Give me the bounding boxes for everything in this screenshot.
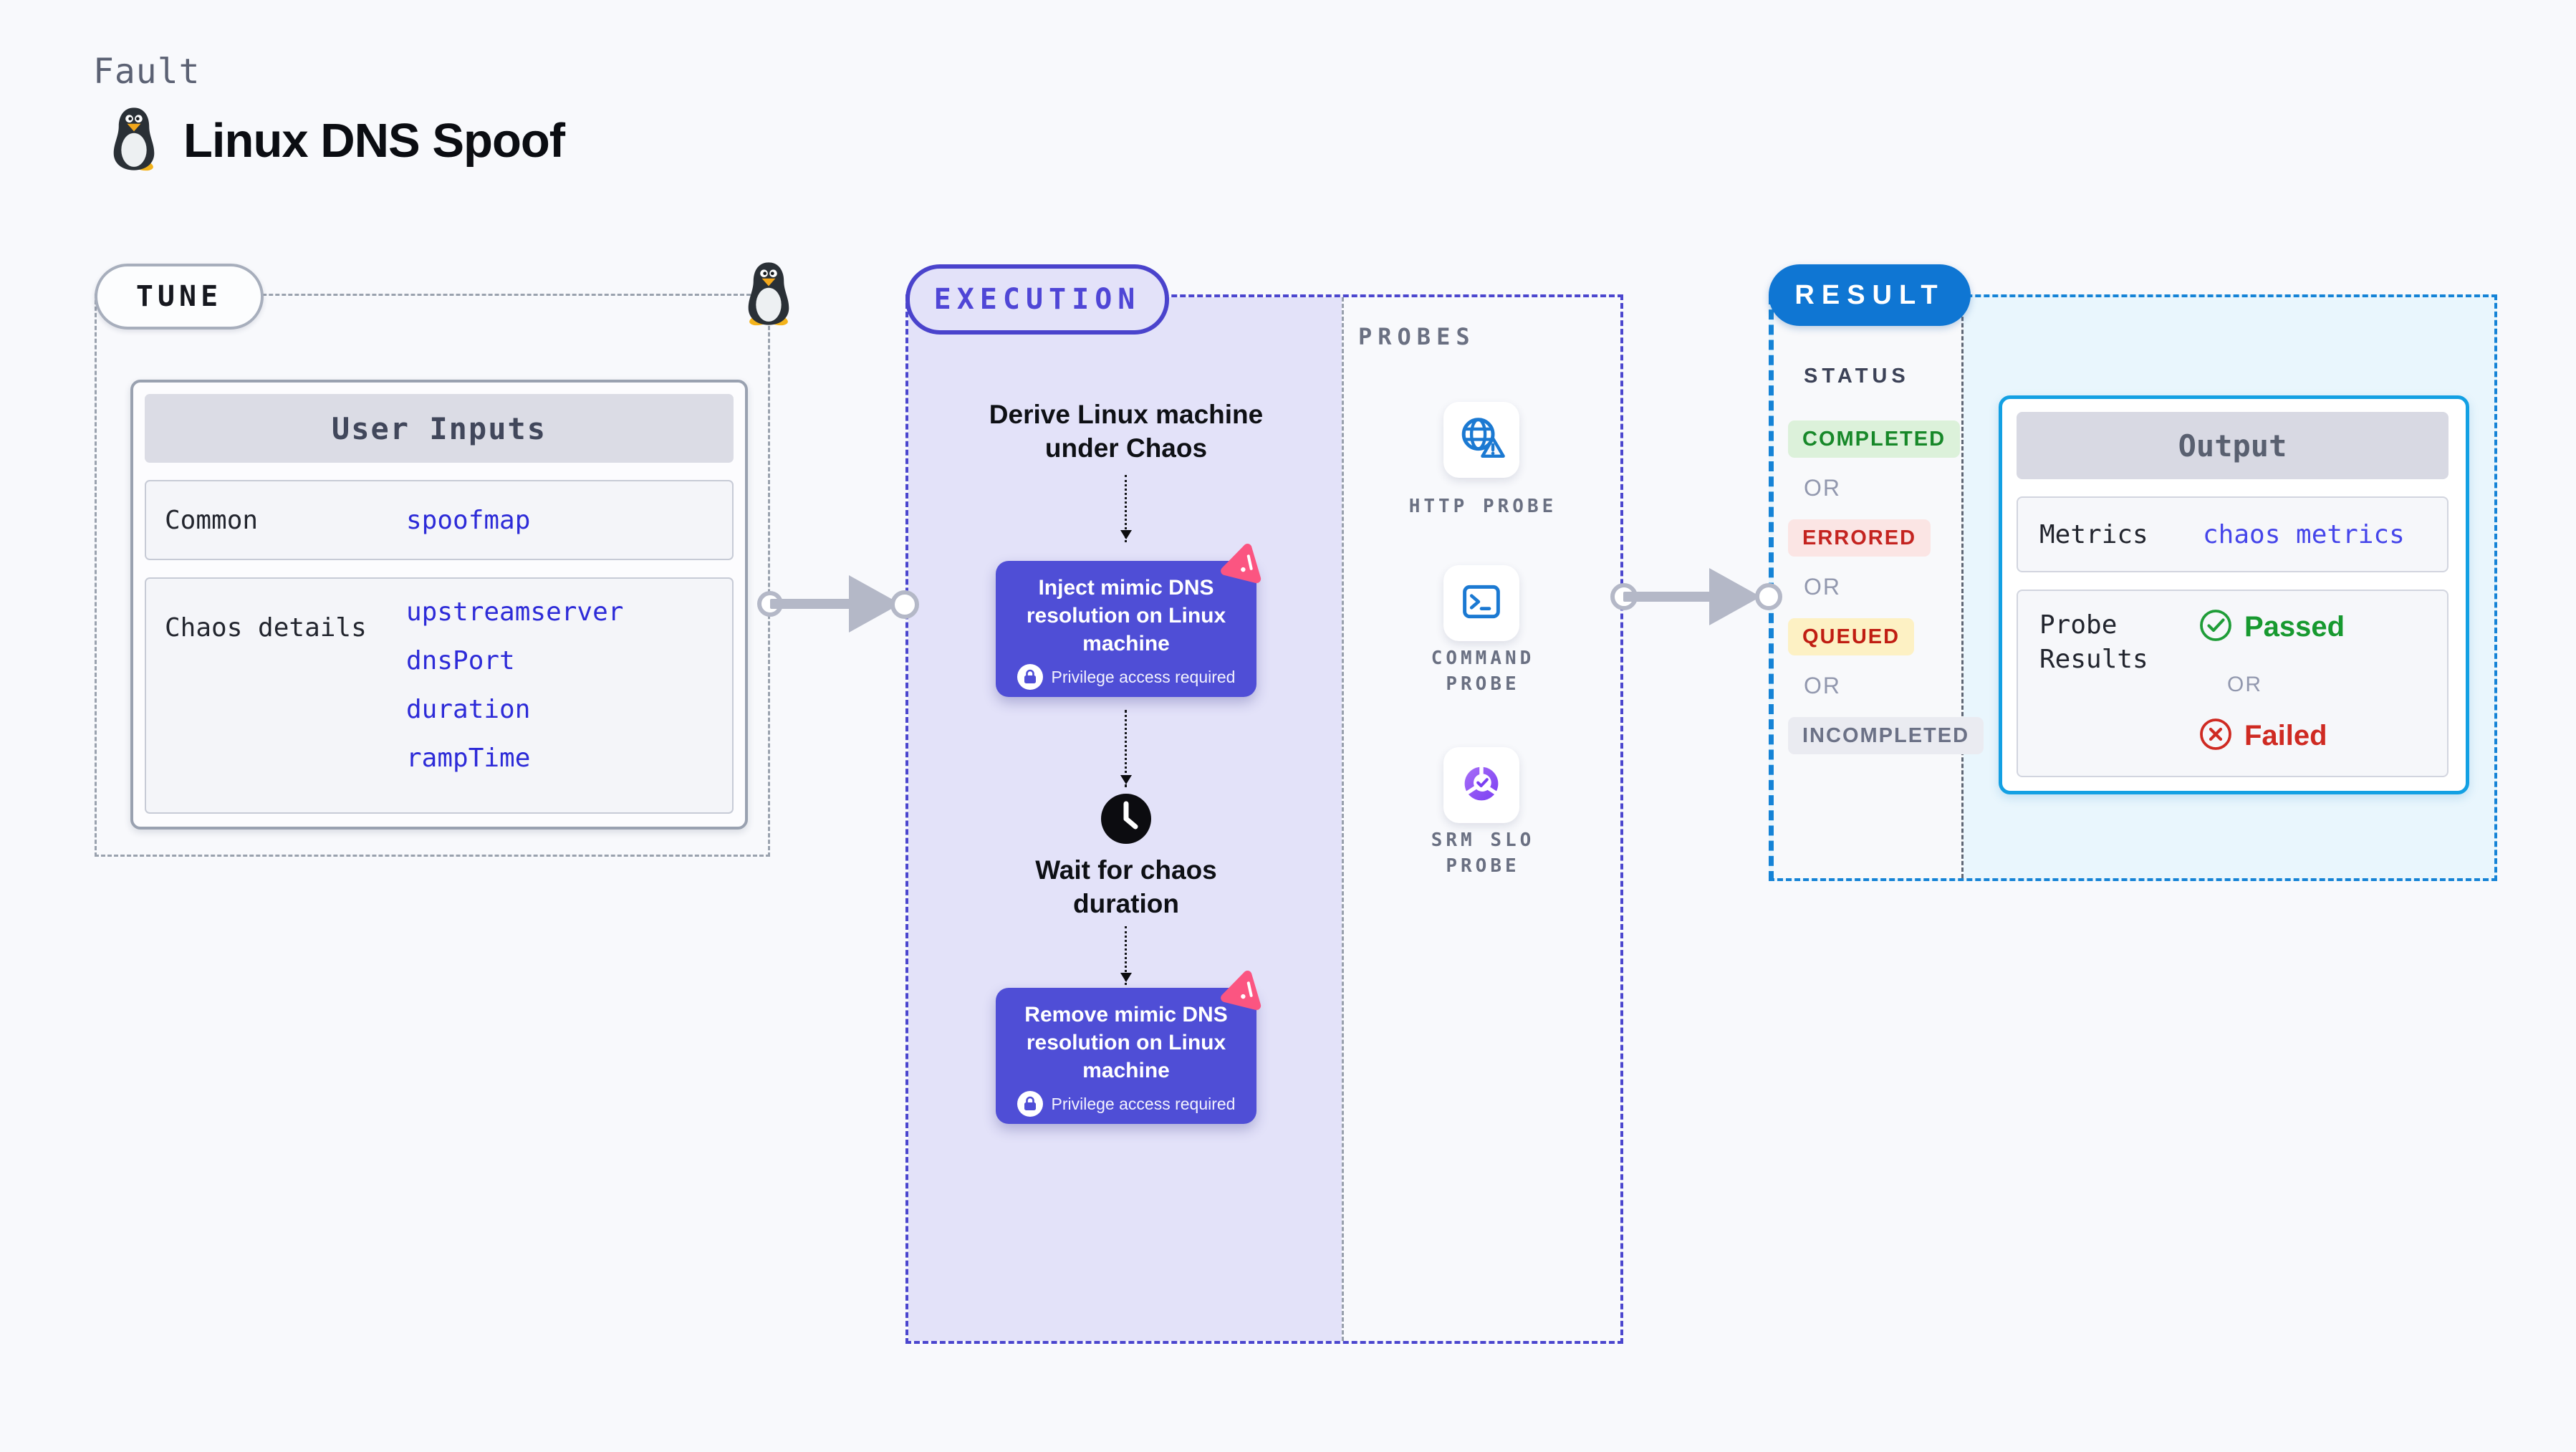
derive-step-text: Derive Linux machine under Chaos xyxy=(989,400,1264,463)
input-value: rampTime xyxy=(406,744,531,773)
status-badge-incompleted: INCOMPLETED xyxy=(1788,717,1984,754)
inject-node-title: Inject mimic DNS resolution on Linux mac… xyxy=(1026,576,1226,655)
down-arrow-icon xyxy=(1120,710,1132,787)
probes-label: PROBES xyxy=(1358,323,1476,350)
passed-label: Passed xyxy=(2244,611,2345,643)
x-circle-icon xyxy=(2198,717,2233,755)
status-column: STATUS COMPLETED OR ERRORED OR QUEUED OR… xyxy=(1774,297,1984,878)
remove-chaos-node: Remove mimic DNS resolution on Linux mac… xyxy=(996,988,1256,1124)
tux-penguin-icon xyxy=(106,106,162,176)
input-row-chaos-details: Chaos details upstreamserver dnsPort dur… xyxy=(145,577,734,814)
input-value: dnsPort xyxy=(406,646,515,675)
clock-icon xyxy=(1100,793,1152,845)
globe-alert-icon xyxy=(1456,413,1506,467)
chaos-pink-icon xyxy=(1221,968,1267,1014)
privilege-note: Privilege access required xyxy=(1051,667,1236,686)
status-badge-errored: ERRORED xyxy=(1788,519,1931,557)
http-probe-label: HTTP PROBE xyxy=(1408,496,1557,517)
lock-icon xyxy=(1017,1091,1043,1117)
failed-label: Failed xyxy=(2244,720,2327,751)
probes-divider xyxy=(1342,297,1344,1341)
chaos-pink-icon xyxy=(1221,541,1267,587)
output-header: Output xyxy=(2017,412,2448,479)
probe-results-label: Probe Results xyxy=(2039,610,2148,674)
status-badge-queued: QUEUED xyxy=(1788,618,1915,655)
user-inputs-header: User Inputs xyxy=(145,394,734,463)
input-row-label: Chaos details xyxy=(165,613,367,643)
execution-to-result-arrow xyxy=(1610,562,1782,631)
status-label: STATUS xyxy=(1804,365,1910,388)
or-label: OR xyxy=(2227,673,2262,696)
passed-row: Passed xyxy=(2198,608,2345,646)
input-value: duration xyxy=(406,695,531,724)
metrics-value: chaos metrics xyxy=(2203,520,2405,549)
check-circle-icon xyxy=(2198,608,2233,646)
status-badge-completed: COMPLETED xyxy=(1788,420,1961,458)
privilege-row: Privilege access required xyxy=(996,1091,1256,1117)
output-panel: Output Metrics chaos metrics Probe Resul… xyxy=(1999,395,2469,794)
input-value: spoofmap xyxy=(406,506,531,535)
input-row-common: Common spoofmap xyxy=(145,480,734,560)
result-badge: RESULT xyxy=(1769,264,1971,326)
privilege-row: Privilege access required xyxy=(996,664,1256,690)
down-arrow-icon xyxy=(1120,926,1132,985)
input-value: upstreamserver xyxy=(406,597,624,627)
tune-badge: TUNE xyxy=(95,264,264,330)
tune-section xyxy=(95,294,770,857)
wait-step-text: Wait for chaos duration xyxy=(1035,855,1217,918)
title-row: Linux DNS Spoof xyxy=(106,106,565,176)
lock-icon xyxy=(1017,664,1043,690)
privilege-note: Privilege access required xyxy=(1051,1094,1236,1113)
srm-slo-probe-label: SRM SLO PROBE xyxy=(1431,830,1535,877)
down-arrow-icon xyxy=(1120,475,1132,542)
probe-results-row: Probe Results Passed OR xyxy=(2017,590,2448,777)
input-row-label: Common xyxy=(165,506,259,535)
inject-chaos-node: Inject mimic DNS resolution on Linux mac… xyxy=(996,561,1256,697)
failed-row: Failed xyxy=(2198,717,2327,755)
fault-kicker: Fault xyxy=(93,52,201,92)
slo-donut-check-icon xyxy=(1458,760,1505,811)
execution-badge: EXECUTION xyxy=(905,264,1169,335)
or-label: OR xyxy=(1804,475,1841,501)
command-probe-label: COMMAND PROBE xyxy=(1431,648,1535,695)
result-section: STATUS COMPLETED OR ERRORED OR QUEUED OR… xyxy=(1769,294,2497,881)
or-label: OR xyxy=(1804,673,1841,698)
metrics-label: Metrics xyxy=(2039,520,2148,549)
command-probe-card xyxy=(1443,565,1519,641)
tux-penguin-icon-small xyxy=(741,261,797,327)
tune-to-execution-arrow xyxy=(757,569,919,638)
metrics-row: Metrics chaos metrics xyxy=(2017,496,2448,572)
srm-slo-probe-card xyxy=(1443,747,1519,823)
http-probe-card xyxy=(1443,402,1519,478)
page-title: Linux DNS Spoof xyxy=(183,114,565,168)
terminal-icon xyxy=(1458,578,1505,629)
execution-section: Derive Linux machine under Chaos Inject … xyxy=(905,294,1623,1344)
remove-node-title: Remove mimic DNS resolution on Linux mac… xyxy=(1024,1003,1228,1082)
or-label: OR xyxy=(1804,574,1841,600)
